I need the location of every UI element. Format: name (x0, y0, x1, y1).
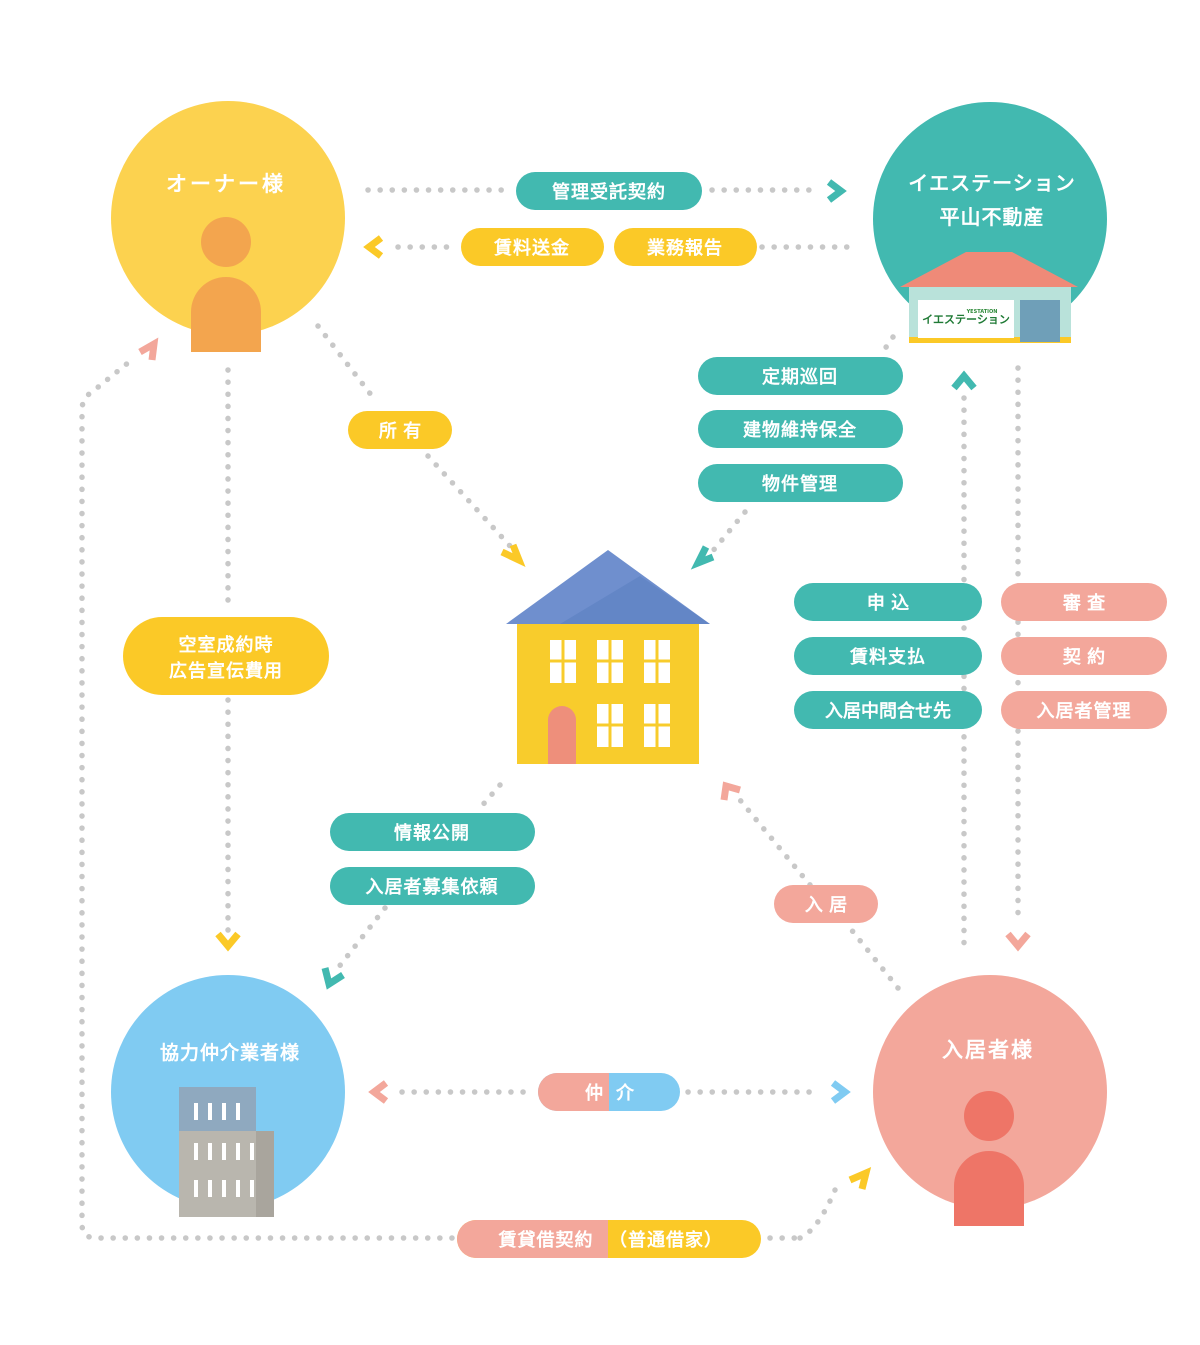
partner-label: 協力仲介業者様 (160, 1041, 300, 1064)
pill-lease-contract: 賃貸借契約 （普通借家） (457, 1220, 761, 1258)
office-building-icon (179, 1087, 274, 1217)
svg-text:仲: 仲 (585, 1082, 603, 1104)
arrow-company-to-building-icon (690, 545, 715, 570)
pill-property-management: 物件管理 (698, 464, 903, 502)
pill-application: 申 込 (794, 583, 982, 621)
svg-text:入居者管理: 入居者管理 (1037, 700, 1132, 722)
apartment-building-icon (506, 550, 710, 764)
pill-tenant-management: 入居者管理 (1001, 691, 1167, 729)
arrow-tenant-to-building-icon (720, 781, 741, 801)
svg-text:管理受託契約: 管理受託契約 (552, 181, 666, 203)
svg-text:物件管理: 物件管理 (762, 473, 838, 495)
arrow-down-to-tenant-icon (1005, 931, 1031, 952)
svg-text:申 込: 申 込 (867, 592, 909, 614)
arrowheads (138, 179, 1031, 1190)
owner-person-icon (191, 217, 261, 352)
svg-text:賃料送金: 賃料送金 (493, 237, 570, 259)
logo-small-text: YESTATION (966, 309, 998, 315)
label-pills: 管理受託契約 賃料送金 業務報告 所 有 定期巡回 建物維持保全 物件管理 (123, 172, 1167, 1258)
pill-building-maintenance: 建物維持保全 (698, 410, 903, 448)
owner-label: オーナー様 (166, 172, 286, 196)
arrow-owner-to-building-icon (500, 543, 526, 567)
shop-building-icon: YESTATION イエステーション (900, 252, 1078, 343)
pill-management-contract: 管理受託契約 (516, 172, 702, 210)
owner-node: オーナー様 (111, 101, 345, 352)
svg-text:介: 介 (615, 1082, 635, 1104)
tenant-label: 入居者様 (942, 1038, 1034, 1062)
svg-text:賃料支払: 賃料支払 (849, 646, 926, 668)
svg-text:入 居: 入 居 (805, 895, 847, 916)
svg-text:業務報告: 業務報告 (646, 237, 723, 259)
svg-text:定期巡回: 定期巡回 (762, 366, 838, 388)
svg-text:入居者募集依頼: 入居者募集依頼 (366, 876, 499, 898)
pill-business-report: 業務報告 (614, 228, 757, 266)
pill-ownership: 所 有 (348, 411, 452, 449)
pill-info-disclosure: 情報公開 (330, 813, 535, 851)
arrow-to-company-icon (826, 179, 847, 203)
svg-text:契 約: 契 約 (1062, 646, 1105, 668)
company-name-line2: 平山不動産 (940, 205, 1045, 229)
svg-text:入居中問合せ先: 入居中問合せ先 (825, 700, 951, 722)
company-name-line1: イエステーション (908, 171, 1075, 195)
tenant-person-icon (954, 1091, 1024, 1226)
svg-text:（普通借家）: （普通借家） (609, 1229, 723, 1251)
pill-contact-during-stay: 入居中問合せ先 (794, 691, 982, 729)
arrow-to-tenant-right-icon (830, 1080, 851, 1104)
svg-text:空室成約時: 空室成約時 (179, 634, 274, 656)
pill-periodic-patrol: 定期巡回 (698, 357, 903, 395)
pill-rent-remittance: 賃料送金 (461, 228, 604, 266)
arrow-loop-to-tenant-icon (848, 1166, 872, 1190)
arrow-to-owner-icon (363, 235, 384, 259)
svg-text:情報公開: 情報公開 (394, 822, 470, 844)
pill-contract: 契 約 (1001, 637, 1167, 675)
pill-tenant-recruitment: 入居者募集依頼 (330, 867, 535, 905)
company-node: イエステーション 平山不動産 YESTATION イエステーション (873, 102, 1107, 343)
svg-text:賃貸借契約: 賃貸借契約 (498, 1229, 594, 1251)
pill-brokerage: 仲 介 (538, 1073, 680, 1111)
tenant-node: 入居者様 (873, 975, 1107, 1226)
svg-text:所 有: 所 有 (379, 420, 421, 442)
arrow-loop-to-owner-icon (138, 337, 159, 361)
svg-text:審 査: 審 査 (1062, 592, 1105, 614)
arrow-to-partner-left-icon (368, 1080, 389, 1104)
arrow-up-to-company-icon (951, 370, 977, 391)
pill-move-in: 入 居 (774, 885, 878, 923)
partner-node: 協力仲介業者様 (111, 975, 345, 1217)
pill-rent-payment: 賃料支払 (794, 637, 982, 675)
pill-screening: 審 査 (1001, 583, 1167, 621)
pill-vacancy-ad-cost: 空室成約時 広告宣伝費用 (123, 617, 329, 695)
svg-text:建物維持保全: 建物維持保全 (743, 419, 857, 441)
arrow-to-partner-icon (215, 931, 241, 952)
arrow-building-to-partner-icon (321, 967, 345, 990)
svg-text:広告宣伝費用: 広告宣伝費用 (169, 660, 283, 682)
logo-main-text: イエステーション (922, 313, 1010, 326)
